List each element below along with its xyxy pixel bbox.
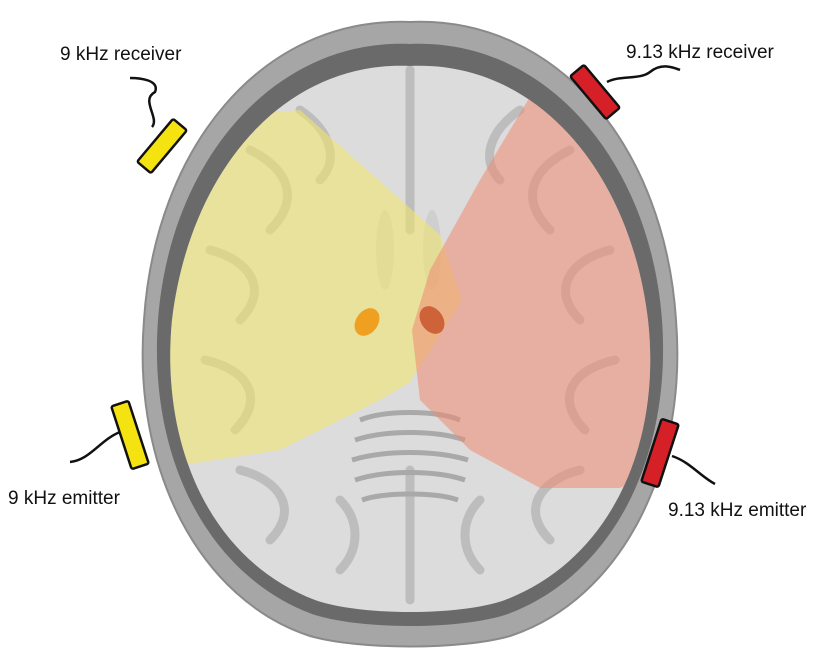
left-emitter-label: 9 kHz emitter (8, 488, 121, 509)
right-emitter-label: 9.13 kHz emitter (668, 500, 807, 521)
left-receiver-label: 9 kHz receiver (60, 44, 182, 65)
left-receiver-transducer (130, 78, 187, 173)
right-receiver-label: 9.13 kHz receiver (626, 42, 775, 63)
left-emitter-transducer (70, 401, 149, 469)
